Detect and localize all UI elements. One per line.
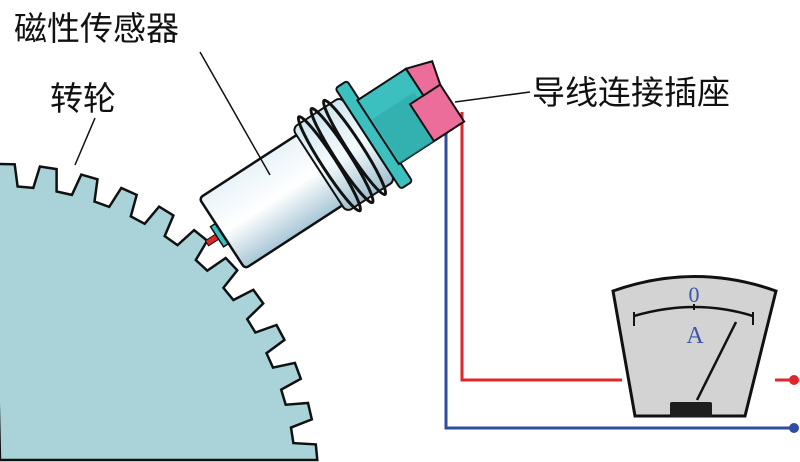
- connector-leader-line: [454, 91, 531, 103]
- ammeter: 0 A: [611, 275, 778, 418]
- red-wire: [460, 112, 799, 385]
- meter-needle: [695, 321, 738, 401]
- meter-zero-mark: 0: [689, 282, 700, 307]
- wheel-leader-line: [74, 117, 96, 166]
- blue-wire: [444, 118, 799, 433]
- toothed-wheel: [0, 162, 319, 462]
- wheel-label: 转轮: [50, 79, 116, 118]
- magnetic-sensor: [199, 60, 466, 269]
- sensor-label: 磁性传感器: [14, 9, 179, 48]
- sensor-leader-line: [199, 51, 271, 176]
- connector-label: 导线连接插座: [532, 73, 730, 112]
- meter-unit: A: [686, 323, 704, 349]
